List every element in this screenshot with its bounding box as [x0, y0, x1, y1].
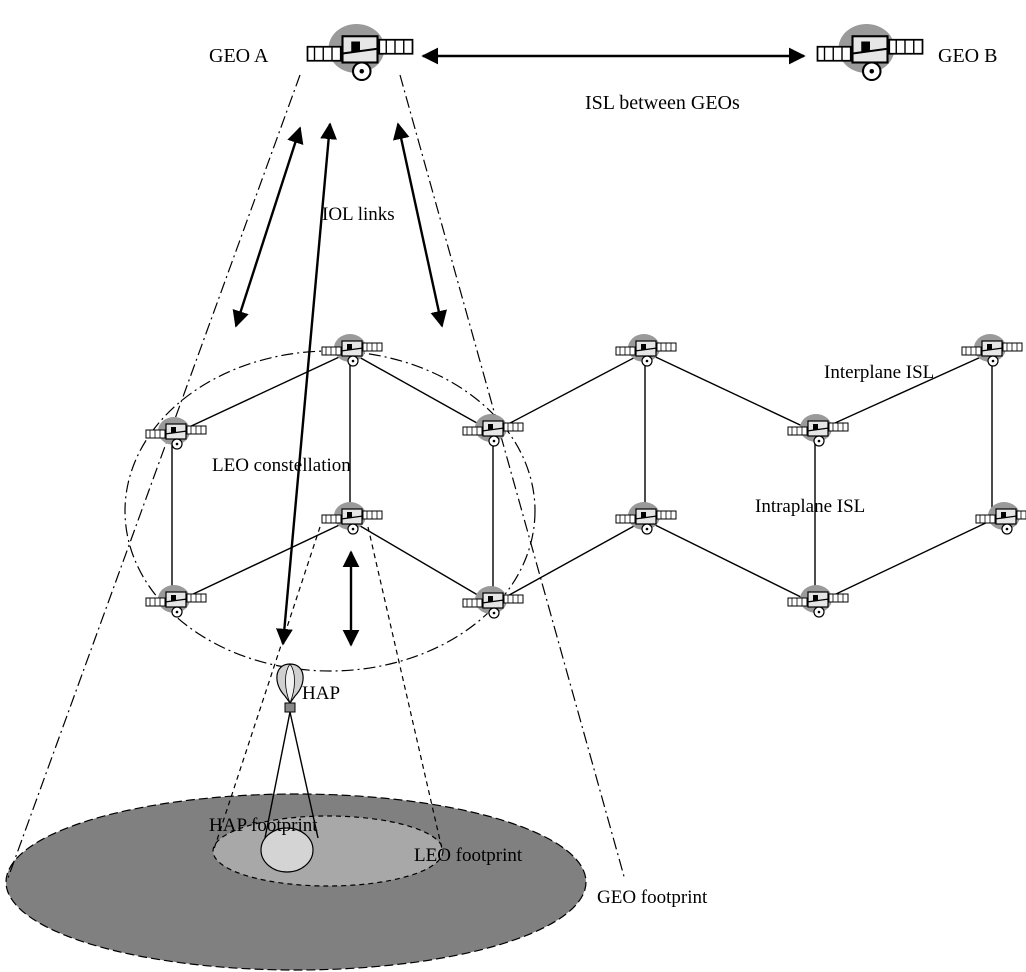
isl-links — [171, 351, 993, 605]
hap-footprint — [260, 827, 314, 873]
iol-link-arrow-left — [232, 126, 304, 328]
geo-coverage-cone — [7, 74, 626, 881]
isl-between-geos-label: ISL between GEOs — [585, 92, 740, 114]
hap-footprint-label: HAP footprint — [209, 815, 318, 836]
iol-link-arrow-right — [393, 122, 447, 328]
leo-satellite-icon — [462, 413, 524, 447]
hap-tether — [264, 711, 319, 839]
leo-constellation-boundary — [124, 350, 536, 672]
leo-satellite-icon — [787, 413, 849, 447]
leo-satellite-icon — [615, 333, 677, 367]
leo-satellite-icon — [975, 501, 1026, 535]
geo-b-satellite-icon — [816, 22, 924, 82]
leo-constellation-label: LEO constellation — [212, 455, 351, 476]
leo-satellite-icon — [787, 584, 849, 618]
leo-satellite-icon — [145, 416, 207, 450]
leo-satellite-icon — [462, 585, 524, 619]
leo-satellite-icon — [145, 584, 207, 618]
geo-a-satellite-icon — [306, 22, 414, 82]
intraplane-isl-label: Intraplane ISL — [755, 496, 865, 517]
iol-link-arrow-center — [275, 122, 338, 646]
hap-balloon-icon — [276, 663, 304, 713]
interplane-isl-label: Interplane ISL — [824, 362, 934, 383]
iol-links-label: IOL links — [322, 204, 395, 225]
geo-b-label: GEO B — [938, 45, 997, 67]
geo-footprint-label: GEO footprint — [597, 887, 708, 908]
geo-a-label: GEO A — [209, 45, 269, 67]
leo-satellite-icon — [615, 501, 677, 535]
hap-label: HAP — [302, 683, 340, 704]
leo-footprint-label: LEO footprint — [414, 845, 523, 866]
